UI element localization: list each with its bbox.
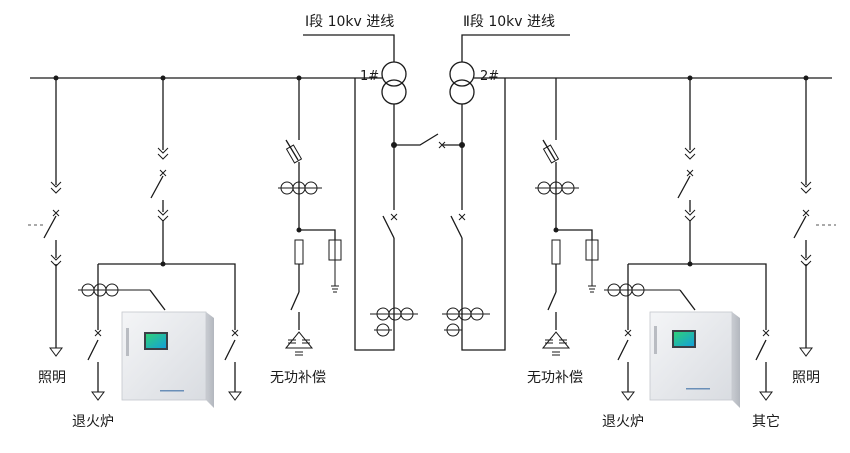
bus-tie-switch-icon bbox=[391, 133, 465, 149]
transformer-2-label: 2# bbox=[480, 69, 499, 84]
transformer-2-breaker-icon bbox=[450, 213, 466, 239]
power-cabinet-right-image bbox=[649, 311, 740, 408]
lighting-feeder-right bbox=[793, 75, 836, 357]
ct-group-right-icon bbox=[442, 307, 490, 337]
compensation-left-label: 无功补偿 bbox=[270, 370, 326, 386]
furnace-feeder-right bbox=[604, 75, 773, 401]
transformer-2-icon bbox=[449, 61, 475, 105]
left-load-label-lighting: 照明 bbox=[38, 370, 66, 386]
ct-group-left-icon bbox=[370, 307, 418, 337]
lighting-feeder-left bbox=[28, 75, 63, 357]
incoming-feeder-2 bbox=[461, 34, 570, 62]
transformer-1-secondary bbox=[354, 78, 395, 351]
incoming-line-1-label: Ⅰ段 10kv 进线 bbox=[305, 14, 394, 30]
transformer-2-secondary bbox=[461, 78, 506, 351]
power-cabinet-left-image bbox=[121, 311, 214, 408]
reactive-compensation-right bbox=[535, 78, 599, 356]
left-load-label-furnace: 退火炉 bbox=[72, 414, 114, 430]
incoming-line-2-label: Ⅱ段 10kv 进线 bbox=[463, 14, 555, 30]
compensation-right-label: 无功补偿 bbox=[527, 370, 583, 386]
transformer-1-breaker-icon bbox=[382, 213, 398, 239]
furnace-feeder-left bbox=[78, 75, 242, 401]
right-load-label-other: 其它 bbox=[752, 413, 780, 430]
right-load-label-furnace: 退火炉 bbox=[602, 414, 644, 430]
transformer-1-label: 1# bbox=[360, 69, 379, 84]
transformer-1-icon bbox=[381, 61, 407, 105]
reactive-compensation-left bbox=[278, 75, 342, 356]
incoming-feeder-1 bbox=[303, 34, 395, 62]
right-load-label-lighting: 照明 bbox=[792, 370, 820, 386]
